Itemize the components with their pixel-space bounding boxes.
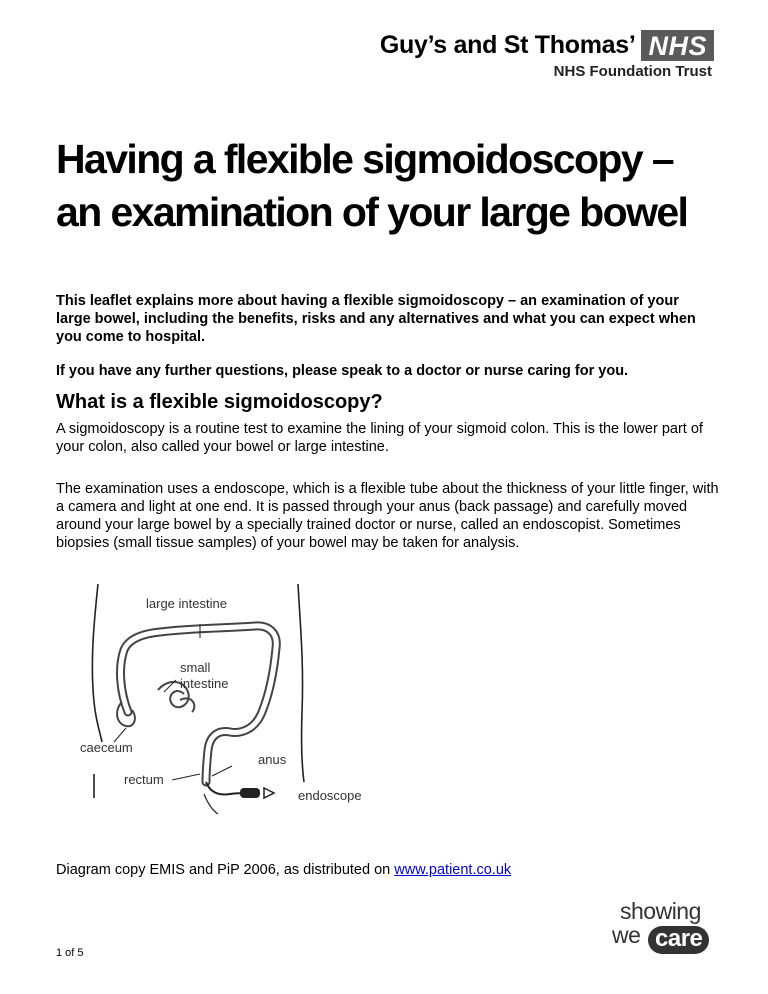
intro-paragraph: This leaflet explains more about having … — [56, 293, 696, 345]
nhs-logo: NHS — [641, 30, 714, 61]
trust-subtitle: NHS Foundation Trust — [553, 63, 712, 80]
colon-diagram: large intestine small intestine caeceum … — [80, 583, 362, 815]
leader-caeceum — [113, 727, 127, 743]
logo-text-showing: showing — [620, 898, 701, 924]
trust-name: Guy’s and St Thomas’ — [379, 31, 636, 59]
paragraph-sigmoidoscopy: A sigmoidoscopy is a routine test to exa… — [56, 421, 703, 455]
caption-text: Diagram copy EMIS and PiP 2006, as distr… — [56, 862, 395, 878]
endoscope-handle — [240, 788, 260, 798]
document-title: Having a flexible sigmoidoscopy – an exa… — [56, 136, 689, 235]
body-outline-left — [91, 583, 103, 743]
label-rectum: rectum — [124, 772, 164, 787]
diagram-caption: Diagram copy EMIS and PiP 2006, as distr… — [56, 862, 511, 878]
label-large-intestine: large intestine — [146, 596, 227, 611]
logo-text-we: we — [612, 922, 641, 948]
small-intestine-shape — [157, 681, 196, 713]
paragraph-endoscope: The examination uses a endoscope, which … — [56, 481, 719, 551]
large-intestine-inner — [118, 623, 279, 785]
logo-text-care: care — [648, 926, 710, 954]
label-endoscope: endoscope — [298, 788, 362, 803]
endoscope-cable — [203, 793, 219, 815]
showing-we-care-logo: showing we care — [612, 898, 732, 956]
trust-header: Guy’s and St Thomas’ NHS NHS Foundation … — [380, 30, 714, 80]
endoscope-tip — [263, 786, 276, 800]
questions-paragraph: If you have any further questions, pleas… — [56, 363, 629, 379]
label-intestine: intestine — [180, 676, 228, 691]
leader-rectum — [171, 773, 201, 781]
label-caeceum: caeceum — [80, 740, 133, 755]
section-heading: What is a flexible sigmoidoscopy? — [56, 391, 383, 413]
patient-website-link[interactable]: www.patient.co.uk — [394, 862, 512, 878]
label-anus: anus — [258, 752, 287, 767]
body-outline-right — [297, 583, 305, 783]
page-number: 1 of 5 — [56, 947, 84, 959]
caeceum-shape — [116, 701, 136, 728]
leader-small-intestine — [163, 679, 177, 693]
leader-anus — [211, 765, 233, 777]
trust-logo-row: Guy’s and St Thomas’ NHS — [380, 30, 714, 61]
label-small: small — [180, 660, 210, 675]
large-intestine-shape — [116, 621, 281, 787]
